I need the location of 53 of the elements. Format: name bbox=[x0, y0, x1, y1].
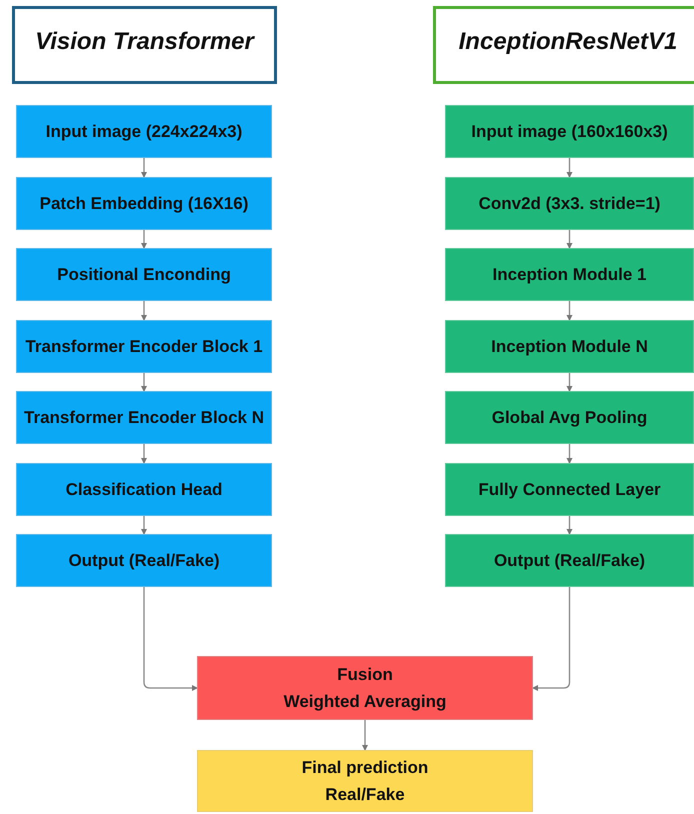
step-label: Real/Fake bbox=[325, 784, 405, 806]
connector-arrow bbox=[143, 587, 198, 691]
step-label: Transformer Encoder Block 1 bbox=[25, 336, 263, 358]
connector-arrow bbox=[141, 301, 147, 321]
connector-arrow bbox=[566, 444, 572, 464]
process-box bbox=[16, 177, 272, 230]
connector-arrow bbox=[141, 444, 147, 464]
process-box bbox=[445, 391, 694, 444]
title-box bbox=[433, 6, 694, 84]
connector-arrow bbox=[141, 516, 147, 535]
column-title: Vision Transformer bbox=[35, 27, 254, 57]
connector-arrow bbox=[141, 230, 147, 249]
column-title: InceptionResNetV1 bbox=[458, 27, 678, 57]
process-box bbox=[445, 177, 694, 230]
step-label: Output (Real/Fake) bbox=[68, 550, 220, 572]
title-box bbox=[12, 6, 277, 84]
connector-arrow bbox=[141, 373, 147, 392]
step-label: Input image (224x224x3) bbox=[46, 120, 242, 143]
connector-arrow bbox=[566, 301, 572, 321]
step-label: Final prediction bbox=[302, 756, 428, 779]
connector-arrow bbox=[566, 373, 572, 392]
step-label: Global Avg Pooling bbox=[492, 406, 648, 429]
process-box bbox=[445, 248, 694, 301]
step-label: Patch Embedding (16X16) bbox=[40, 192, 248, 215]
connector-arrow bbox=[566, 158, 572, 178]
step-label: Weighted Averaging bbox=[284, 691, 446, 713]
process-box bbox=[16, 391, 272, 444]
process-box bbox=[16, 320, 272, 373]
process-box bbox=[445, 320, 694, 373]
process-box bbox=[445, 463, 694, 516]
connector-arrow bbox=[362, 720, 368, 751]
connector-arrow bbox=[141, 158, 147, 178]
step-label: Inception Module 1 bbox=[492, 264, 646, 286]
process-box bbox=[445, 534, 694, 587]
process-box bbox=[197, 750, 533, 812]
process-box bbox=[16, 248, 272, 301]
process-box bbox=[16, 105, 272, 158]
step-label: Positional Enconding bbox=[57, 264, 231, 286]
step-label: Fusion bbox=[337, 664, 393, 686]
step-label: Output (Real/Fake) bbox=[494, 550, 646, 572]
step-label: Classification Head bbox=[66, 478, 222, 501]
connector-arrow bbox=[566, 516, 572, 535]
process-box bbox=[16, 463, 272, 516]
step-label: Conv2d (3x3. stride=1) bbox=[478, 192, 660, 215]
process-box bbox=[197, 656, 533, 720]
step-label: Inception Module N bbox=[491, 336, 648, 358]
process-box bbox=[445, 105, 694, 158]
step-label: Fully Connected Layer bbox=[478, 478, 661, 501]
step-label: Transformer Encoder Block N bbox=[24, 406, 264, 429]
connector-arrow bbox=[532, 587, 570, 691]
step-label: Input image (160x160x3) bbox=[471, 120, 668, 143]
connector-arrow bbox=[566, 230, 572, 249]
process-box bbox=[16, 534, 272, 587]
